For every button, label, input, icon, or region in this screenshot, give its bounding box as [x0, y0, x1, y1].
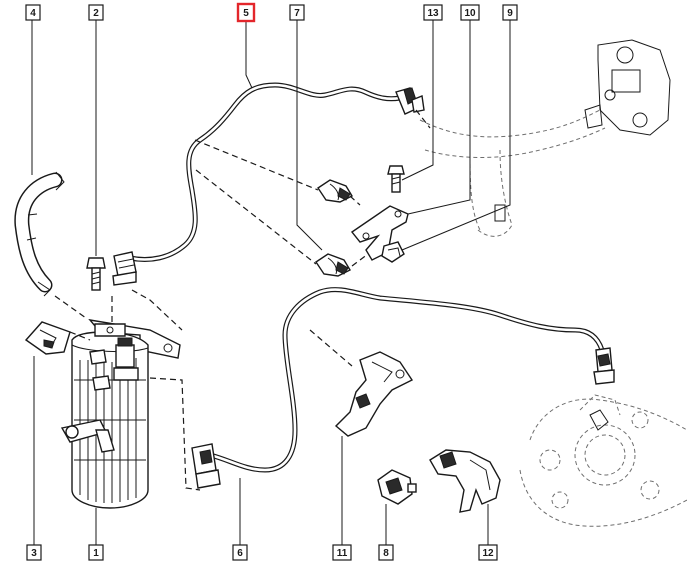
callout-9: 9 — [502, 4, 518, 21]
callout-10: 10 — [460, 4, 480, 21]
svg-text:13: 13 — [427, 8, 439, 19]
callout-12: 12 — [478, 544, 498, 561]
svg-text:4: 4 — [30, 8, 36, 19]
callout-3: 3 — [26, 544, 42, 561]
part-1-canister — [60, 318, 181, 509]
part-11-bracket — [334, 351, 414, 437]
svg-text:1: 1 — [93, 548, 99, 559]
svg-text:5: 5 — [243, 8, 249, 19]
svg-text:6: 6 — [237, 548, 243, 559]
callout-labels: 4 2 5 7 13 10 9 3 — [25, 2, 518, 561]
callout-11: 11 — [332, 544, 352, 561]
svg-text:9: 9 — [507, 8, 513, 19]
engine-throttle-ghost-bottom — [519, 394, 687, 527]
part-6-lower-pipe — [191, 287, 615, 489]
part-13-bolt — [387, 165, 405, 193]
svg-text:10: 10 — [464, 8, 476, 19]
callout-13: 13 — [423, 4, 443, 21]
svg-text:2: 2 — [93, 8, 99, 19]
callout-6: 6 — [232, 544, 248, 561]
callout-4: 4 — [25, 4, 41, 21]
part-4-rubber-hose — [14, 171, 65, 297]
part-8-sensor — [377, 469, 417, 505]
svg-text:11: 11 — [337, 548, 348, 559]
svg-text:8: 8 — [383, 548, 389, 559]
part-3-clip — [24, 321, 71, 355]
callout-1: 1 — [88, 544, 104, 561]
part-5-upper-pipe — [112, 82, 425, 286]
svg-text:12: 12 — [482, 548, 494, 559]
engine-intake-ghost-top — [419, 39, 671, 237]
svg-text:3: 3 — [31, 548, 37, 559]
callout-2: 2 — [88, 4, 104, 21]
callout-5-highlighted: 5 — [236, 2, 256, 23]
part-7-pipe-clips — [315, 179, 353, 277]
callout-leaders — [31, 20, 511, 545]
callout-8: 8 — [378, 544, 394, 561]
callout-7: 7 — [289, 4, 305, 21]
part-2-bolt — [86, 257, 106, 291]
svg-text:7: 7 — [294, 8, 300, 19]
part-12-bracket — [429, 449, 501, 513]
part-9-nut — [381, 241, 405, 263]
